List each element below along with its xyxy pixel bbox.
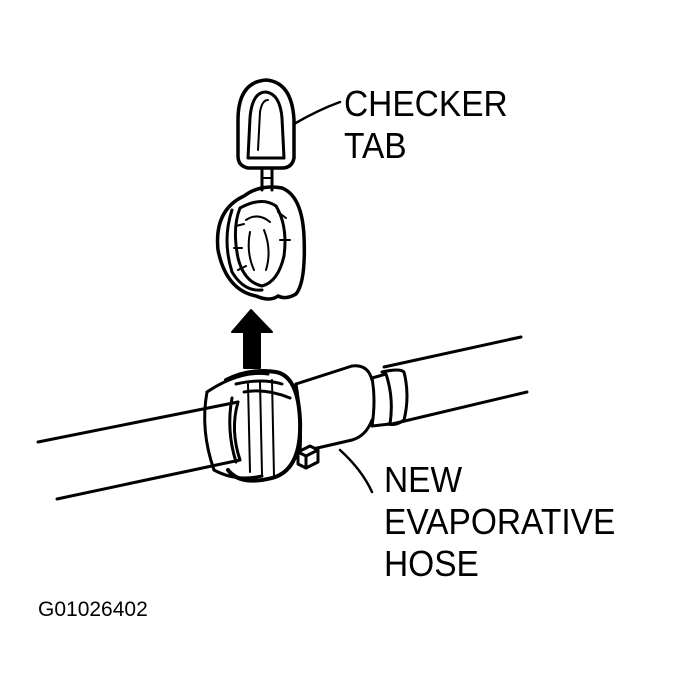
label-new: NEW <box>384 459 463 500</box>
up-arrow-icon <box>232 310 272 368</box>
figure-id: G01026402 <box>38 598 148 621</box>
evaporative-hose-right <box>384 337 527 424</box>
quick-connector <box>205 366 407 481</box>
checker-tab <box>238 80 340 190</box>
label-evaporative: EVAPORATIVE <box>384 501 616 542</box>
hose-leader-line <box>340 450 372 492</box>
label-tab: TAB <box>344 125 407 166</box>
retainer-ring <box>218 187 305 299</box>
label-hose: HOSE <box>384 543 479 584</box>
label-checker: CHECKER <box>344 83 508 124</box>
